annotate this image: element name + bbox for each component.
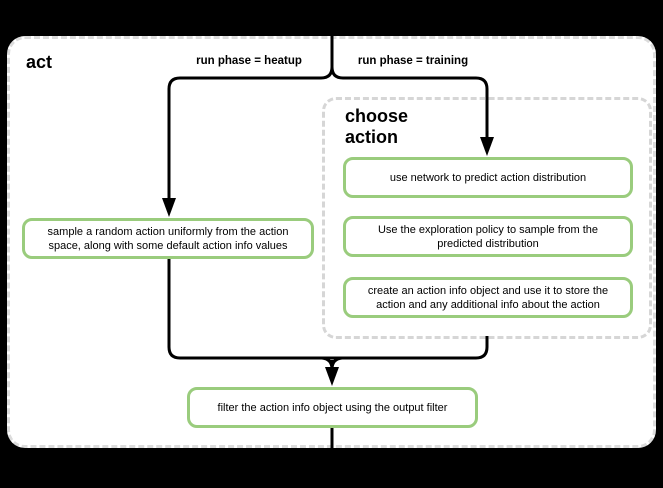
node-exploration-policy-sample: Use the exploration policy to sample fro… [343, 216, 633, 257]
node-create-action-info-object: create an action info object and use it … [343, 277, 633, 318]
node-filter-action-info: filter the action info object using the … [187, 387, 478, 428]
group-title: choose action [345, 106, 409, 147]
node-sample-random-action: sample a random action uniformly from th… [22, 218, 314, 259]
node-predict-distribution: use network to predict action distributi… [343, 157, 633, 198]
function-title: act [26, 52, 53, 72]
branch-label-heatup: run phase = heatup [184, 55, 314, 67]
branch-label-training: run phase = training [348, 55, 478, 67]
choose-action-group: choose action [322, 97, 652, 339]
